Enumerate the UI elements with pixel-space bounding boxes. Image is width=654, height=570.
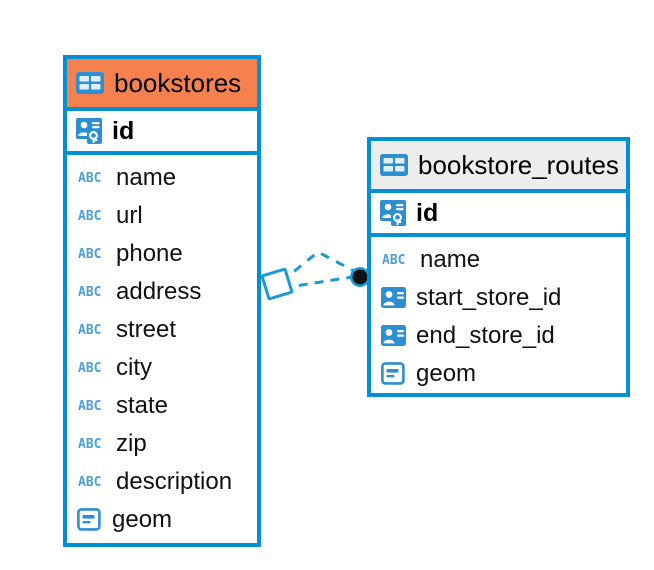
- entity-bookstores-header[interactable]: bookstores: [67, 59, 257, 107]
- svg-text:ABC: ABC: [78, 399, 101, 414]
- field-label: state: [116, 392, 169, 419]
- field-row[interactable]: ABC street: [67, 311, 257, 349]
- svg-text:ABC: ABC: [78, 247, 101, 262]
- field-row[interactable]: ABC url: [67, 197, 257, 235]
- svg-text:ABC: ABC: [382, 253, 405, 268]
- field-label: city: [116, 354, 152, 381]
- entity-bookstores[interactable]: bookstores id: [63, 55, 261, 547]
- field-label: url: [116, 202, 143, 229]
- text-abc-icon: ABC: [381, 247, 411, 273]
- table-icon: [380, 154, 408, 176]
- field-label: zip: [116, 430, 147, 457]
- text-abc-icon: ABC: [77, 165, 107, 191]
- text-abc-icon: ABC: [77, 355, 107, 381]
- text-abc-icon: ABC: [77, 393, 107, 419]
- svg-text:ABC: ABC: [78, 475, 101, 490]
- svg-text:ABC: ABC: [78, 323, 101, 338]
- text-abc-icon: ABC: [77, 469, 107, 495]
- relationship-line-lower: [282, 275, 353, 290]
- entity-bookstores-primary-key-label: id: [112, 116, 135, 145]
- field-row[interactable]: ABC state: [67, 387, 257, 425]
- text-abc-icon: ABC: [77, 317, 107, 343]
- text-abc-icon: ABC: [77, 279, 107, 305]
- geometry-icon: [381, 362, 407, 386]
- foreign-key-icon: [381, 325, 407, 347]
- field-row[interactable]: start_store_id: [371, 279, 626, 317]
- foreign-key-icon: [381, 287, 407, 309]
- svg-text:ABC: ABC: [78, 437, 101, 452]
- field-row[interactable]: ABC zip: [67, 425, 257, 463]
- geometry-icon: [77, 508, 103, 532]
- entity-bookstore-routes-header[interactable]: bookstore_routes: [371, 141, 626, 189]
- field-row[interactable]: ABC name: [371, 241, 626, 279]
- relationship-line-upper: [280, 250, 357, 284]
- field-row[interactable]: ABC description: [67, 463, 257, 501]
- field-row[interactable]: geom: [67, 501, 257, 539]
- svg-text:ABC: ABC: [78, 361, 101, 376]
- entity-bookstore-routes-title: bookstore_routes: [418, 150, 619, 180]
- primary-key-icon: [76, 118, 104, 144]
- field-row[interactable]: ABC name: [67, 159, 257, 197]
- entity-bookstores-primary-key-row[interactable]: id: [67, 107, 257, 155]
- text-abc-icon: ABC: [77, 203, 107, 229]
- field-label: description: [116, 468, 233, 495]
- field-row[interactable]: ABC phone: [67, 235, 257, 273]
- field-row[interactable]: geom: [371, 355, 626, 393]
- text-abc-icon: ABC: [77, 241, 107, 267]
- field-label: phone: [116, 240, 183, 267]
- field-row[interactable]: end_store_id: [371, 317, 626, 355]
- svg-text:ABC: ABC: [78, 171, 101, 186]
- text-abc-icon: ABC: [77, 431, 107, 457]
- relationship-diamond-endpoint: [260, 267, 294, 301]
- field-label: street: [116, 316, 177, 343]
- primary-key-icon: [380, 200, 408, 226]
- entity-bookstore-routes-primary-key-row[interactable]: id: [371, 189, 626, 237]
- field-row[interactable]: ABC city: [67, 349, 257, 387]
- entity-bookstores-title: bookstores: [114, 68, 242, 98]
- field-label: name: [420, 246, 481, 273]
- entity-bookstore-routes-field-list: ABC name start_store_id: [371, 237, 626, 399]
- field-label: name: [116, 164, 177, 191]
- svg-text:ABC: ABC: [78, 209, 101, 224]
- field-label: address: [116, 278, 202, 305]
- entity-bookstore-routes[interactable]: bookstore_routes id: [367, 137, 630, 397]
- field-label: geom: [112, 506, 173, 533]
- field-row[interactable]: ABC address: [67, 273, 257, 311]
- field-label: end_store_id: [416, 322, 555, 349]
- entity-bookstore-routes-primary-key-label: id: [416, 198, 439, 227]
- entity-bookstores-field-list: ABC name ABC url ABC p: [67, 155, 257, 545]
- field-label: start_store_id: [416, 284, 562, 311]
- table-icon: [76, 72, 104, 94]
- svg-text:ABC: ABC: [78, 285, 101, 300]
- field-label: geom: [416, 360, 477, 387]
